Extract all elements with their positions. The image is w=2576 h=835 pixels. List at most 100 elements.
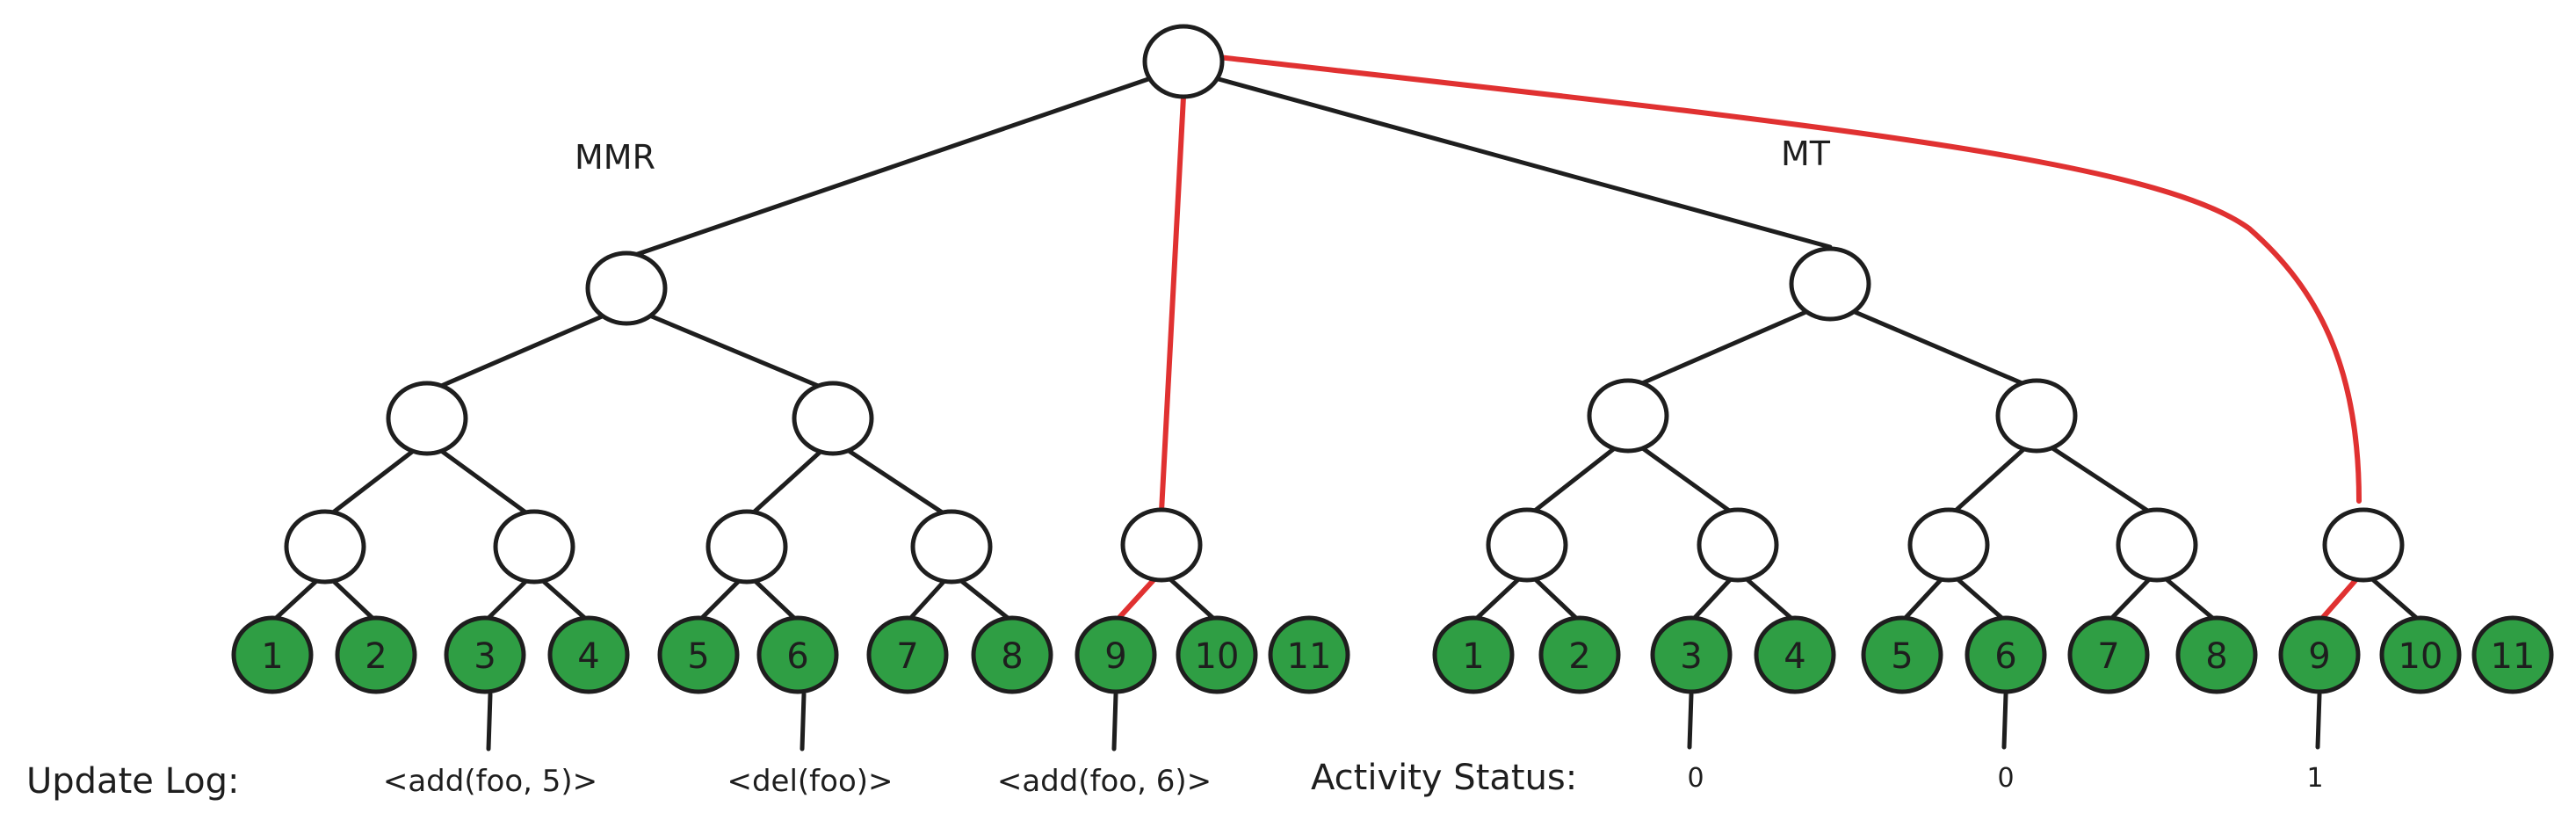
leaf-label: 9 xyxy=(1104,636,1126,677)
leaf-label: 10 xyxy=(1195,636,1240,677)
mmr-internal-node xyxy=(284,509,366,584)
mmr-leaf-node: 7 xyxy=(866,615,949,694)
mt-heading: MT xyxy=(1781,134,1831,173)
leaf-label: 11 xyxy=(1287,636,1332,677)
mmr-leaf-node: 5 xyxy=(657,615,740,694)
leaf-circle xyxy=(2067,615,2150,694)
update-log-entry: <add(foo, 5)> xyxy=(383,764,597,799)
mmr-internal-node xyxy=(1120,507,1203,583)
leaf-circle xyxy=(1538,615,1621,694)
update-log-tick xyxy=(486,692,493,752)
mmr-root-edge xyxy=(633,76,1151,258)
mmr-leaf-node: 3 xyxy=(444,615,526,694)
mt-highlight-edge xyxy=(1216,54,2362,504)
leaf-circle xyxy=(1176,615,1258,694)
mt-leaf-node: 3 xyxy=(1650,615,1733,694)
leaf-circle xyxy=(231,615,314,694)
mmr-edge xyxy=(424,303,629,395)
leaf-label: 3 xyxy=(1680,636,1702,677)
update-log-entry: <add(foo, 6)> xyxy=(997,764,1212,799)
leaf-label: 2 xyxy=(365,636,387,677)
mt-edge xyxy=(1625,435,1740,519)
mmr-leaf-node: 11 xyxy=(1268,615,1350,694)
leaf-circle xyxy=(1268,615,1350,694)
activity-status-value: 0 xyxy=(1997,763,2014,794)
update-log-label: Update Log: xyxy=(26,761,240,802)
mt-internal-node xyxy=(2322,507,2405,583)
leaf-circle xyxy=(1965,615,2047,694)
leaf-circle xyxy=(1861,615,1943,694)
leaf-label: 2 xyxy=(1568,636,1590,677)
leaf-circle xyxy=(657,615,740,694)
mt-internal-node xyxy=(1587,378,1669,454)
leaf-circle xyxy=(1075,615,1157,694)
mmr-highlight-edge xyxy=(1159,94,1186,514)
leaf-label: 3 xyxy=(474,636,496,677)
mmr-edge xyxy=(424,438,537,521)
leaf-label: 1 xyxy=(1462,636,1484,677)
leaf-label: 7 xyxy=(2097,636,2119,677)
update-log-entry: <del(foo)> xyxy=(727,764,893,799)
leaf-circle xyxy=(1432,615,1515,694)
leaf-circle xyxy=(2379,615,2462,694)
mmr-edge xyxy=(830,438,954,521)
activity-status-tick xyxy=(1687,692,1694,750)
mt-root-edge xyxy=(1216,76,1833,250)
leaf-circle xyxy=(335,615,417,694)
mmr-internal-node xyxy=(910,509,993,584)
leaf-label: 4 xyxy=(577,636,599,677)
mmr-internal-node xyxy=(386,381,468,456)
leaf-label: 11 xyxy=(2491,636,2536,677)
mmr-leaf-node: 10 xyxy=(1176,615,1258,694)
leaf-circle xyxy=(444,615,526,694)
leaf-circle xyxy=(2175,615,2258,694)
leaf-label: 5 xyxy=(1891,636,1913,677)
leaf-circle xyxy=(1650,615,1733,694)
leaf-circle xyxy=(2278,615,2361,694)
mt-internal-node xyxy=(1486,507,1568,583)
leaf-label: 6 xyxy=(1994,636,2016,677)
activity-status-value: 0 xyxy=(1687,763,1704,794)
mt-internal-node xyxy=(1697,507,1779,583)
leaf-circle xyxy=(1754,615,1836,694)
leaf-label: 10 xyxy=(2399,636,2443,677)
mmr-leaf-node: 2 xyxy=(335,615,417,694)
activity-status-tick xyxy=(2315,692,2322,750)
leaf-circle xyxy=(756,615,839,694)
mt-internal-node xyxy=(1995,378,2078,454)
leaf-circle xyxy=(2471,615,2554,694)
mt-edge xyxy=(2034,435,2160,519)
leaf-label: 8 xyxy=(1001,636,1023,677)
leaf-circle xyxy=(866,615,949,694)
mt-edge xyxy=(1946,435,2039,519)
update-log-tick xyxy=(800,692,807,752)
mt-internal-node xyxy=(1907,507,1990,583)
leaf-label: 6 xyxy=(786,636,808,677)
leaf-label: 7 xyxy=(896,636,918,677)
mmr-edge xyxy=(624,303,836,395)
leaf-label: 9 xyxy=(2308,636,2330,677)
leaf-circle xyxy=(971,615,1053,694)
leaf-label: 4 xyxy=(1784,636,1805,677)
leaf-circle xyxy=(547,615,630,694)
mmr-internal-node xyxy=(493,509,575,584)
mt-leaf-node: 6 xyxy=(1965,615,2047,694)
mmr-leaf-node: 9 xyxy=(1075,615,1157,694)
leaf-label: 5 xyxy=(687,636,709,677)
activity-status-value: 1 xyxy=(2306,763,2323,794)
mt-leaf-node: 8 xyxy=(2175,615,2258,694)
activity-status-tick xyxy=(2001,692,2008,750)
mt-leaf-node: 1 xyxy=(1432,615,1515,694)
mt-leaf-node: 11 xyxy=(2471,615,2554,694)
mmr-heading: MMR xyxy=(575,138,655,177)
mmr-internal-node xyxy=(585,250,668,326)
mt-leaf-node: 5 xyxy=(1861,615,1943,694)
mt-edge xyxy=(1827,299,2039,392)
activity-status-label: Activity Status: xyxy=(1311,758,1577,798)
mt-leaf-node: 4 xyxy=(1754,615,1836,694)
leaf-label: 8 xyxy=(2205,636,2227,677)
mt-edge xyxy=(1524,435,1631,519)
mmr-internal-node xyxy=(706,509,788,584)
